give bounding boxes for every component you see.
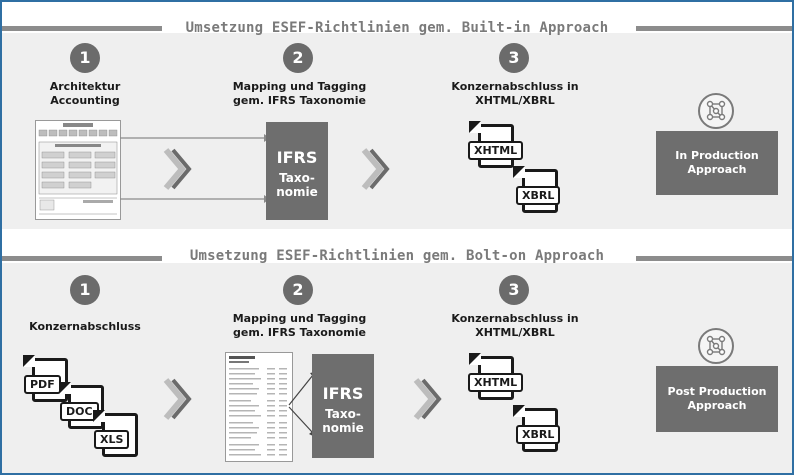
architecture-thumbnail xyxy=(35,120,121,220)
chevron-right-icon xyxy=(163,378,192,420)
section-2-title: Umsetzung ESEF-Richtlinien gem. Bolt-on … xyxy=(189,248,605,264)
section-1-rule-right xyxy=(636,26,792,31)
financial-statement-thumbnail xyxy=(225,352,293,462)
xbrl-file-label: XBRL xyxy=(516,186,561,205)
section-2-rule-right xyxy=(636,256,792,261)
ifrs-subtitle: Taxo- nomie xyxy=(322,407,364,435)
post-production-approach-box: Post Production Approach xyxy=(656,366,778,432)
step-2-number: 2 xyxy=(283,275,313,305)
network-icon xyxy=(698,328,734,364)
step-3-number: 3 xyxy=(499,43,529,73)
ifrs-taxonomy-box: IFRS Taxo- nomie xyxy=(312,354,374,458)
chevron-right-icon xyxy=(361,148,390,190)
ifrs-title: IFRS xyxy=(322,384,364,403)
step-1-label: Architektur Accounting xyxy=(49,80,121,107)
section-1-connectors xyxy=(120,134,270,203)
step-3-label: Konzernabschluss in XHTML/XBRL xyxy=(451,312,579,339)
xhtml-file-label: XHTML xyxy=(468,141,524,160)
step-1-number: 1 xyxy=(70,275,100,305)
section-1-rule-left xyxy=(2,26,162,31)
chevron-right-icon xyxy=(163,148,192,190)
xbrl-file-label: XBRL xyxy=(516,425,561,444)
xls-file-label: XLS xyxy=(94,430,130,449)
section-2-rule-left xyxy=(2,256,162,261)
xhtml-file-label: XHTML xyxy=(468,373,524,392)
section-1-title: Umsetzung ESEF-Richtlinien gem. Built-in… xyxy=(185,20,609,36)
ifrs-subtitle: Taxo- nomie xyxy=(276,171,318,199)
step-2-label: Mapping und Tagging gem. IFRS Taxonomie xyxy=(232,312,367,339)
network-icon xyxy=(698,93,734,129)
chevron-right-icon xyxy=(413,378,442,420)
step-3-number: 3 xyxy=(499,275,529,305)
step-2-number: 2 xyxy=(283,43,313,73)
ifrs-taxonomy-box: IFRS Taxo- nomie xyxy=(266,122,328,220)
in-production-approach-box: In Production Approach xyxy=(656,131,778,195)
step-3-label: Konzernabschluss in XHTML/XBRL xyxy=(451,80,579,107)
pdf-file-label: PDF xyxy=(24,375,61,394)
step-1-number: 1 xyxy=(70,43,100,73)
ifrs-title: IFRS xyxy=(276,148,318,167)
step-2-label: Mapping und Tagging gem. IFRS Taxonomie xyxy=(232,80,367,107)
step-1-label: Konzernabschluss xyxy=(29,320,141,333)
